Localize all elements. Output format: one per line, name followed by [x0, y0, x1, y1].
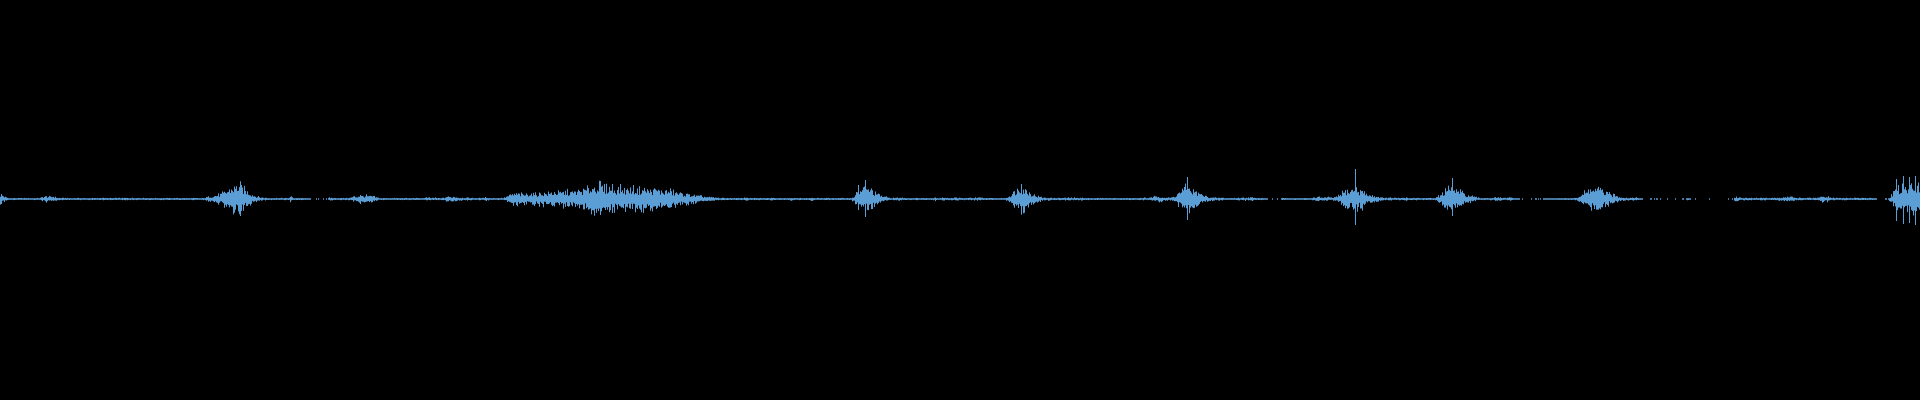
waveform-trace: [0, 169, 1920, 225]
